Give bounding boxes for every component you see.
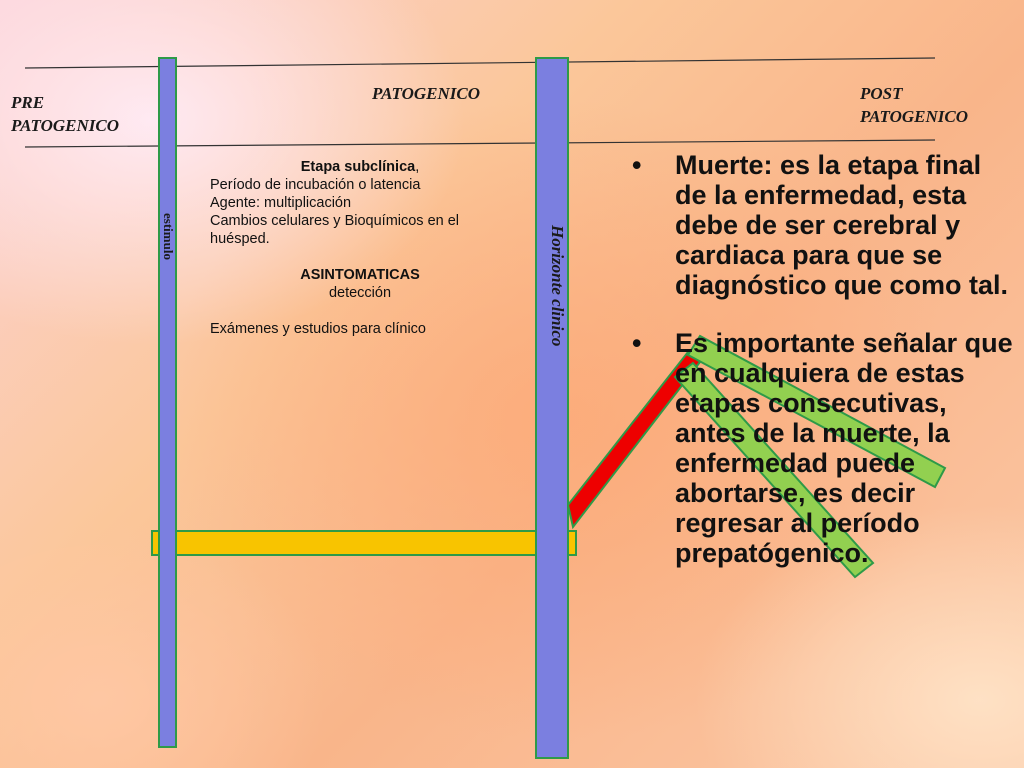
- yellow-horizontal-bar: [151, 530, 577, 556]
- subclinical-title: Etapa subclínica: [300, 159, 416, 175]
- patogenico-label: PATOGENICO: [372, 84, 481, 103]
- agent-line: Agente: multiplicación: [210, 195, 352, 211]
- subclinical-title-line: Etapa subclínica,: [210, 158, 510, 176]
- incubation-line: Período de incubación o latencia: [210, 177, 421, 193]
- asintomaticas-heading: ASINTOMATICAS: [300, 267, 420, 283]
- estimulo-label: estimulo: [161, 213, 176, 260]
- estimulo-vertical-bar: [158, 57, 177, 748]
- examenes-line: Exámenes y estudios para clínico: [210, 321, 426, 337]
- pre-patogenico-line-1: PRE: [11, 93, 45, 112]
- bullet-muerte: Muerte: es la etapa final de la enfermed…: [630, 150, 1015, 300]
- pre-patogenico-label: PRE PATOGENICO: [11, 91, 119, 137]
- post-patogenico-label: POST PATOGENICO: [860, 82, 968, 128]
- bullet-list: Muerte: es la etapa final de la enfermed…: [630, 150, 1015, 568]
- pre-patogenico-line-2: PATOGENICO: [11, 116, 120, 135]
- subclinical-title-comma: ,: [415, 159, 420, 175]
- subclinical-stage-text: Etapa subclínica, Período de incubación …: [210, 158, 510, 338]
- horizonte-clinico-vertical-bar: [535, 57, 569, 759]
- post-patogenico-line-2: PATOGENICO: [860, 107, 969, 126]
- bullet-importante: Es importante señalar que en cualquiera …: [630, 328, 1015, 568]
- horizonte-clinico-label: Horizonte clinico: [548, 225, 567, 347]
- changes-line: Cambios celulares y Bioquímicos en el hu…: [210, 213, 460, 247]
- deteccion-line: detección: [328, 285, 392, 301]
- post-patogenico-line-1: POST: [860, 84, 903, 103]
